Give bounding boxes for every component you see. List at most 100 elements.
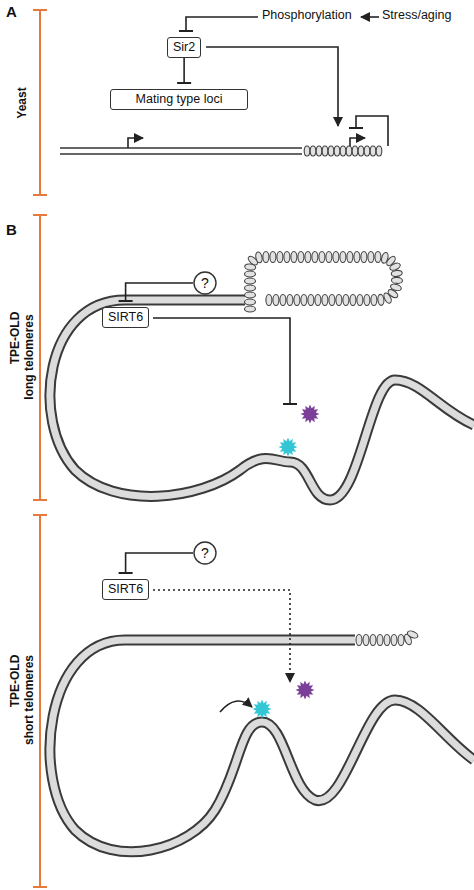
dotted-arrow [153,590,290,682]
telomere-bead [352,146,358,156]
process-box: SIRT6 [102,579,149,600]
arrow-line [361,16,379,18]
telomere-bead [280,295,286,306]
panel-label: Yeast [15,73,29,133]
circle-outline [194,542,216,564]
telomere-bead [294,295,300,306]
telomere-bead [377,635,383,646]
node-text: Mating type loci [116,92,242,107]
telomere-bead [368,252,374,263]
telomere-bead [308,295,314,306]
process-box: Mating type loci [110,89,248,110]
dna-strand [60,153,302,154]
telomere-bead [245,299,256,305]
telomere-bead [319,252,325,263]
dna-strand [60,147,302,148]
telomere-repeats [244,146,419,646]
telomere-bead [346,146,352,156]
telomere-bead [340,252,346,263]
telomere-bead [245,278,256,284]
arrow-line [206,47,338,126]
telomere-bead [245,271,256,277]
chromosome [50,640,474,852]
telomere-bead [270,252,276,263]
marker-star [301,405,320,424]
telomere-bead [305,252,311,263]
telomere-bead [315,295,321,306]
telomere-bead [364,295,370,306]
telomere-bead [336,295,342,306]
telomere-bead [284,252,290,263]
telomere-bead [326,252,332,263]
telomere-bead [291,252,297,263]
marker-star [253,700,272,719]
telomere-bead [245,306,256,312]
promoter-arrow [128,138,143,148]
telomere-bead [316,146,322,156]
telomere-bead [384,635,390,646]
telomere-bead [310,146,316,156]
chromosome [50,300,474,500]
marker-star [279,438,298,457]
telomere-bead [391,635,397,646]
telomere-bead [322,146,328,156]
telomere-bead [277,252,283,263]
telomere-bead [364,146,370,156]
chromosome [50,640,474,852]
telomere-bead [361,252,367,263]
annotation-text: Phosphorylation [262,8,352,22]
telomere-bead [245,285,256,291]
telomere-bead [363,635,369,646]
telomere-bead [343,295,349,306]
unknown-circle: ? [193,271,217,295]
marker-star [253,405,320,719]
telomere-bead [322,295,328,306]
circle-outline [194,272,216,294]
telomere-bead [263,252,269,263]
telomere-bead [370,635,376,646]
annotation-text: Stress/aging [382,8,451,22]
inhibition-line [186,17,258,31]
panel-bracket [33,10,47,195]
telomere-bead [357,295,363,306]
telomere-bead [391,270,403,277]
telomere-bead [398,635,404,646]
telomere-bead [370,146,376,156]
node-text: SIRT6 [108,582,143,597]
telomere-bead [350,295,356,306]
telomere-bead [287,295,293,306]
inhibition-connector [126,553,193,573]
telomere-bead [340,146,346,156]
panel-letter: A [6,3,17,20]
telomere-bead [406,630,418,640]
telomere-bead [333,252,339,263]
telomere-bead [376,146,382,156]
telomere-bead [301,295,307,306]
marker-star [296,681,315,700]
telomere-bead [391,277,402,284]
chromosome [50,300,474,852]
telomere-bead [245,292,256,298]
curved-arrow [220,701,252,712]
telomere-bead [329,295,335,306]
inhibition-connector [183,58,185,83]
node-text: SIRT6 [108,310,143,325]
telomere-bead [347,252,353,263]
panel-letter: B [6,221,17,238]
telomere-bead [375,251,381,262]
inhibition-connector [126,283,193,301]
inhibition-line [356,116,388,146]
telomere-bead [377,294,384,306]
unknown-circle: ? [193,541,217,565]
telomere-bead [273,295,279,306]
panel-label: TPE-OLD short telomeres [8,652,36,748]
telomere-bead [298,252,304,263]
telomere-bead [354,252,360,263]
telomere-bead [371,295,377,306]
process-box: Sir2 [167,37,201,58]
telomere-bead [328,146,334,156]
node-text: Sir2 [173,40,195,55]
inhibition-line [153,318,290,404]
